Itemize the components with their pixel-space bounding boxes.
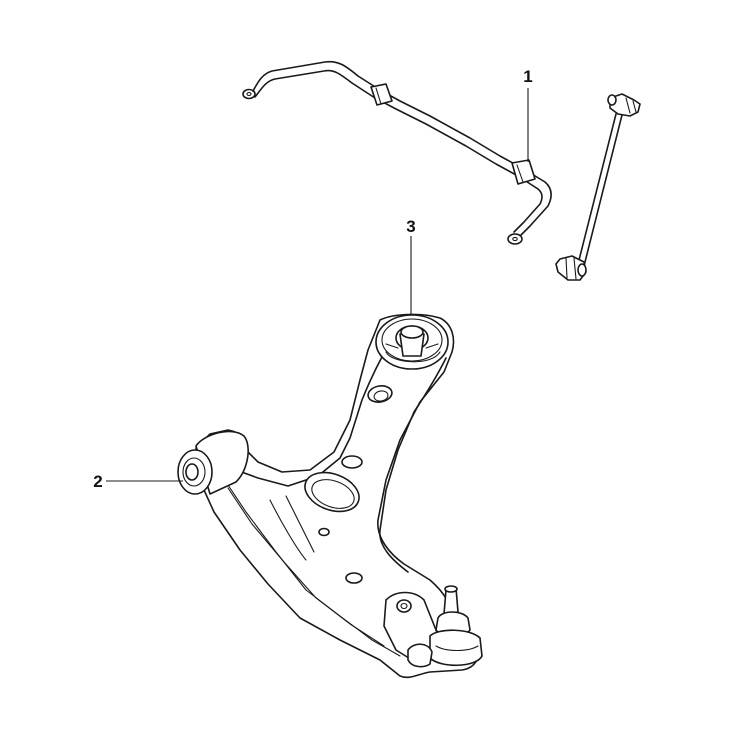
lower-control-arm	[195, 313, 480, 679]
callout-3-label: 3	[406, 217, 415, 236]
callout-2-label: 2	[93, 472, 102, 491]
callout-1-label: 1	[523, 67, 532, 86]
rear-bushing	[375, 314, 449, 370]
callout-3: 3	[406, 217, 416, 314]
front-bushing	[177, 430, 249, 495]
ball-joint	[407, 585, 483, 668]
callout-1: 1	[523, 67, 533, 162]
callout-2: 2	[93, 472, 183, 491]
stabilizer-bar	[242, 60, 552, 245]
stabilizer-link	[555, 93, 641, 281]
